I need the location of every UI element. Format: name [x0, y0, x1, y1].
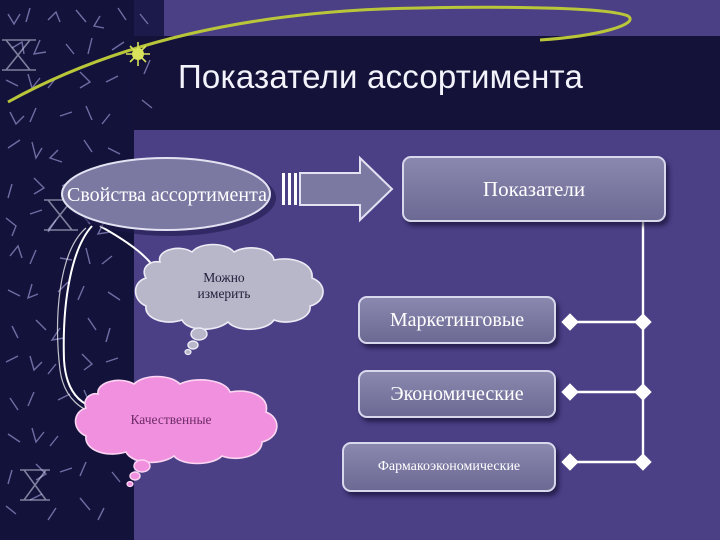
indicators-box: Показатели — [402, 156, 666, 222]
economic-box: Экономические — [358, 370, 556, 418]
indicators-label: Показатели — [482, 176, 586, 201]
arrow-right-icon — [282, 155, 394, 223]
marketing-box: Маркетинговые — [358, 296, 556, 344]
sparkle-icon — [126, 42, 150, 66]
decorative-hourglass-marks — [2, 39, 78, 501]
title-band — [134, 36, 720, 130]
properties-label: Свойства ассортимента — [67, 183, 267, 206]
slide-title: Показатели ассортимента — [178, 58, 584, 95]
connector-line-to-qualitative — [62, 225, 97, 409]
pharmacoeconomic-label: Фармакоэкономические — [377, 459, 521, 474]
measurable-label: Можно измерить — [197, 270, 251, 301]
pharmacoeconomic-box: Фармакоэкономические — [342, 442, 556, 492]
qualitative-label: Качественные — [130, 412, 212, 427]
indicator-connectors — [561, 222, 652, 471]
marketing-label: Маркетинговые — [389, 308, 525, 331]
measurable-cloud — [134, 243, 324, 356]
properties-ellipse — [61, 157, 271, 231]
economic-label: Экономические — [390, 382, 524, 405]
qualitative-cloud — [74, 375, 278, 488]
decorative-arc — [7, 5, 632, 104]
connector-line-outer — [57, 227, 101, 415]
